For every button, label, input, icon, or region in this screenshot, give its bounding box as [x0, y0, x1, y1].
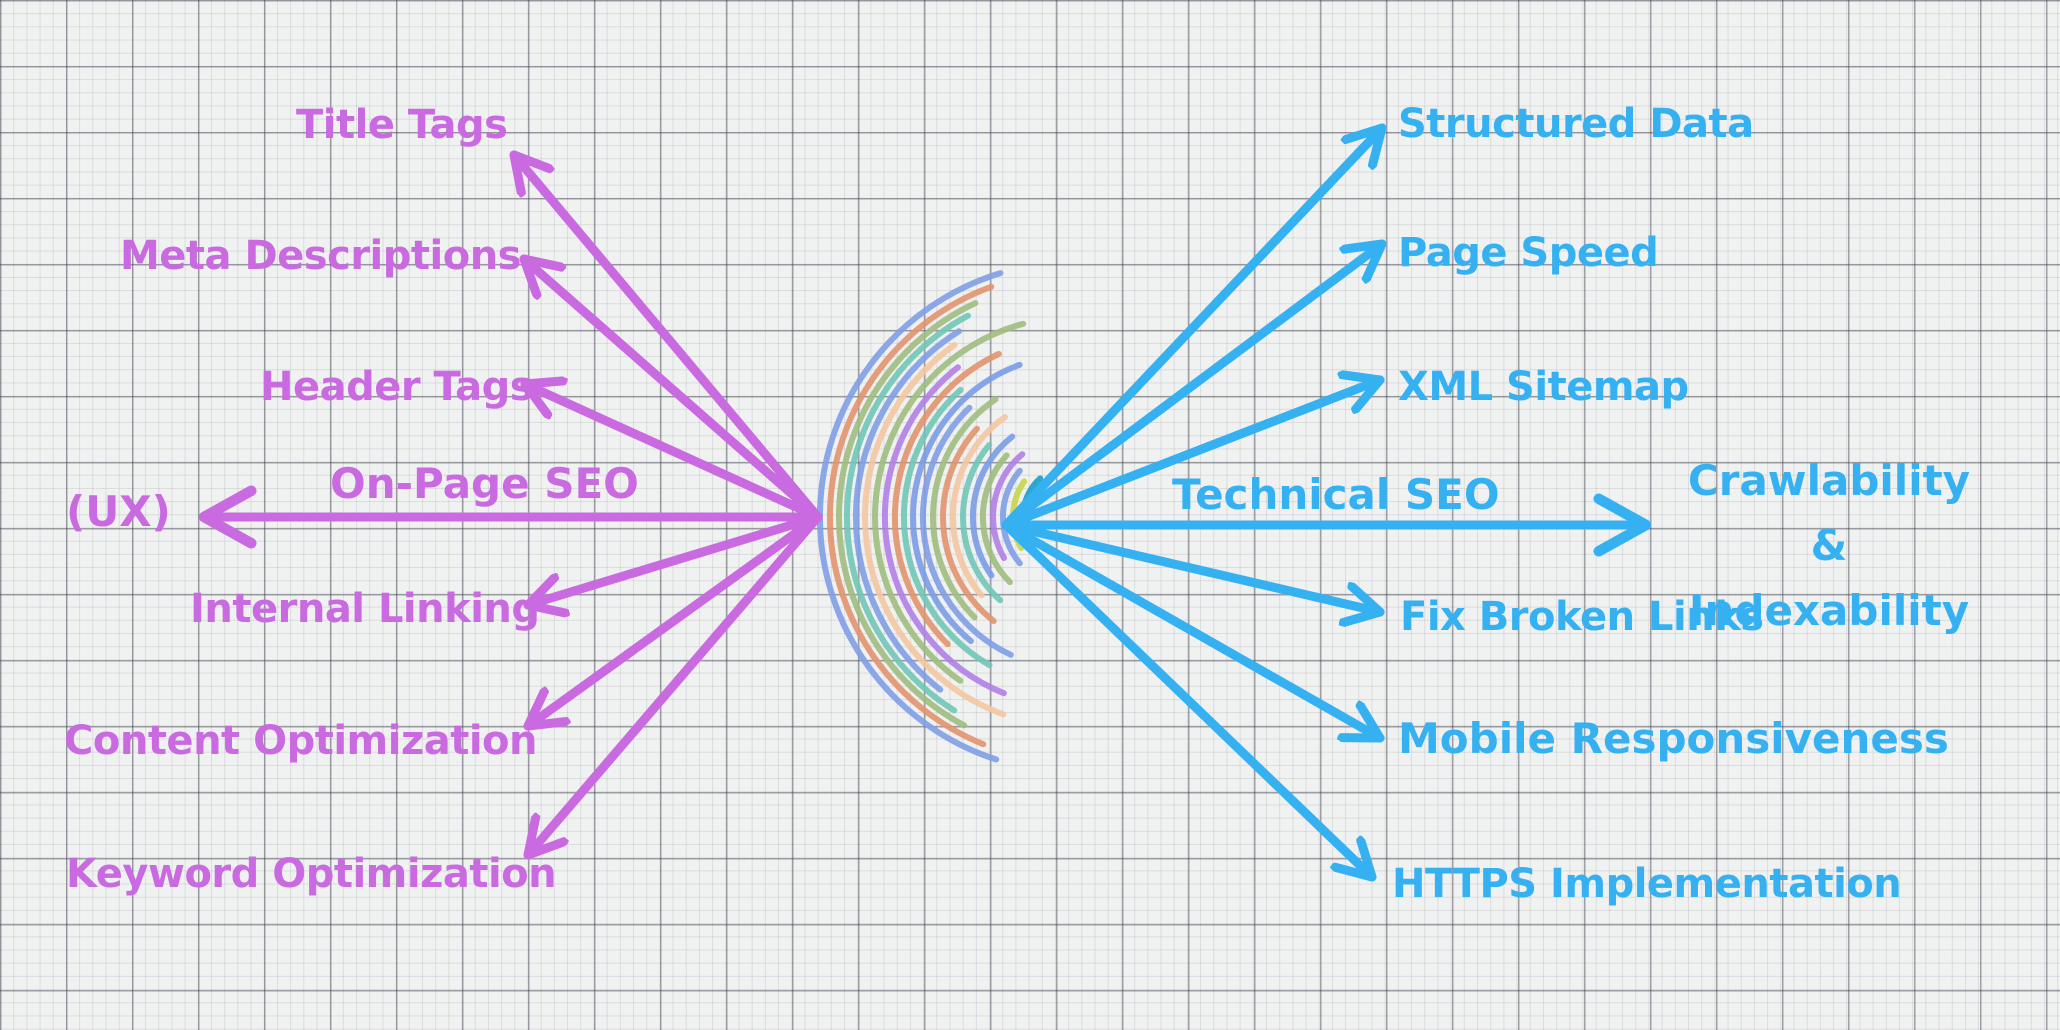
title-tags-label: Title Tags [296, 102, 508, 148]
arrow-fix-broken-links [1001, 520, 1385, 612]
crawlability-indexability-label: Crawlability & Indexability [1687, 456, 1971, 636]
page-speed-label: Page Speed [1398, 230, 1659, 276]
decorative-arc [950, 414, 1008, 599]
arrow-page-speed [1001, 239, 1387, 530]
arrow-mobile-responsiveness [1001, 520, 1385, 743]
decorative-arc [872, 320, 1027, 684]
internal-linking-label: Internal Linking [190, 586, 540, 632]
decorative-arc [910, 361, 1023, 645]
concentric-arcs-decoration [816, 270, 1044, 763]
decorative-arc [990, 451, 1026, 561]
arrow-header-tags [520, 384, 823, 522]
structured-data-label: Structured Data [1398, 101, 1754, 147]
arrow-structured-data [1001, 123, 1387, 530]
https-implementation-label: HTTPS Implementation [1392, 861, 1902, 907]
keyword-optimization-label: Keyword Optimization [66, 851, 557, 897]
decorative-arc [970, 433, 1016, 579]
decorative-arc [930, 396, 999, 621]
ux-label: (UX) [66, 487, 171, 536]
decorative-arc [844, 312, 971, 714]
mobile-responsiveness-label: Mobile Responsiveness [1398, 714, 1949, 763]
arrow-internal-linking [523, 512, 823, 605]
xml-sitemap-label: XML Sitemap [1398, 364, 1689, 410]
decorative-arc [835, 300, 979, 729]
arrow-content-optimization [523, 512, 823, 731]
arrow-xml-sitemap [1001, 380, 1385, 530]
on-page-seo-label: On-Page SEO [330, 459, 639, 508]
decorative-arc [853, 328, 962, 693]
decorative-arc [940, 425, 997, 624]
arrow-https-implementation [1001, 520, 1377, 882]
right-branch-arrows [1001, 123, 1652, 882]
fix-broken-links-label: Fix Broken Links [1400, 594, 1764, 640]
arrow-keyword-optimization [523, 512, 823, 860]
arrow-meta-descriptions [519, 254, 823, 522]
decorative-arc [1000, 467, 1023, 567]
decorative-arc [827, 283, 995, 748]
decorative-arc [960, 442, 1004, 604]
technical-seo-label: Technical SEO [1172, 470, 1500, 519]
decorative-arc [892, 350, 1002, 648]
decorative-arc [979, 452, 1013, 586]
content-optimization-label: Content Optimization [64, 718, 538, 764]
left-branch-arrows [198, 150, 823, 860]
decorative-arc [901, 386, 993, 669]
decorative-arc [862, 342, 1007, 718]
decorative-arc [920, 404, 1014, 658]
meta-descriptions-label: Meta Descriptions [120, 233, 522, 279]
arrow-title-tags [509, 150, 823, 522]
header-tags-label: Header Tags [260, 364, 534, 410]
decorative-arc [881, 364, 1007, 697]
